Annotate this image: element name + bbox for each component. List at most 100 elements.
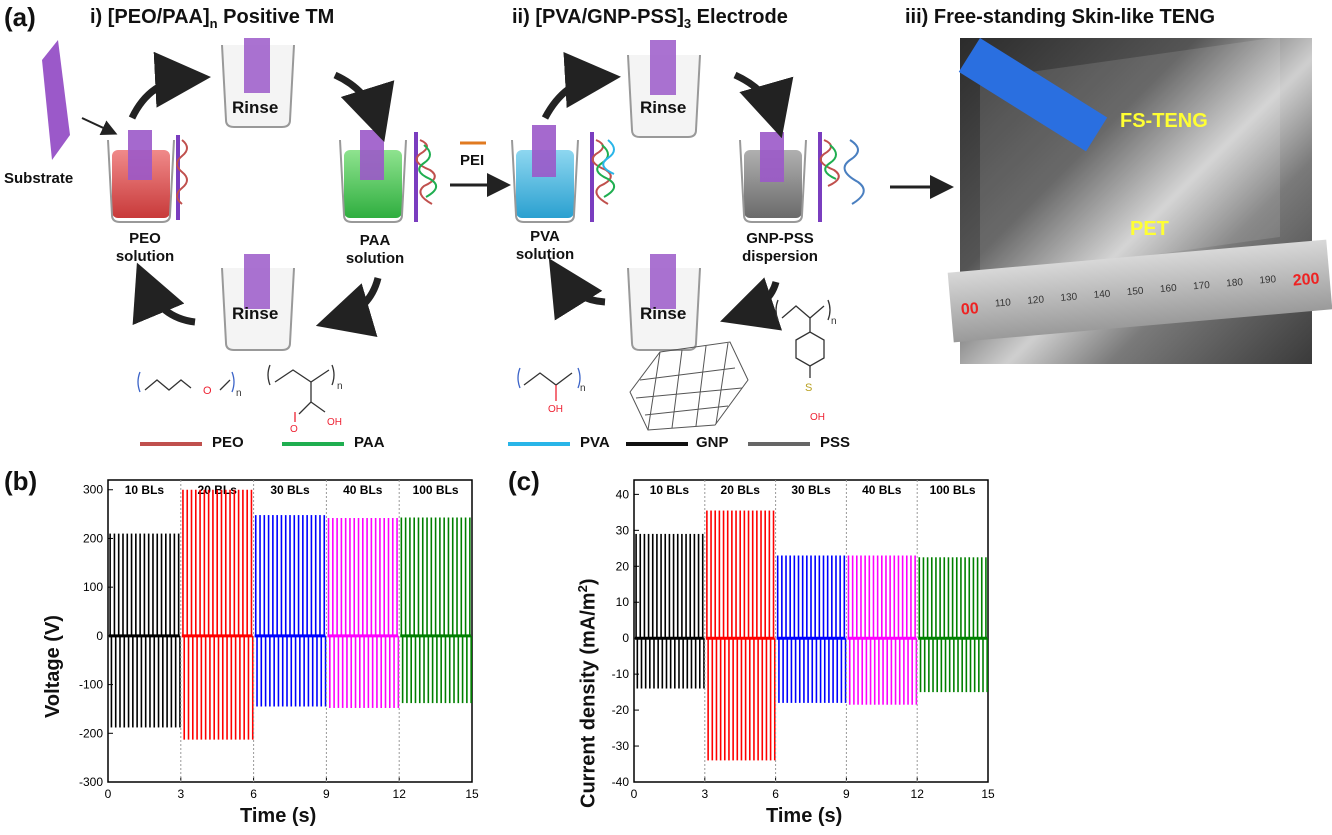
substrate-arrow — [81, 117, 118, 136]
rinse-label-2: Rinse — [232, 304, 279, 323]
pss-oh: OH — [810, 412, 825, 423]
substrate-plate — [42, 40, 70, 160]
ruler-tick-label: 110 — [994, 297, 1012, 310]
pet-label: PET — [1130, 218, 1169, 240]
beaker-pva — [511, 125, 615, 223]
ruler-tick-label: 120 — [1026, 294, 1045, 307]
ruler-tick-label: 130 — [1060, 291, 1078, 304]
cycle-arrow-1 — [128, 51, 211, 120]
beaker-rinse-bottom-1 — [221, 254, 295, 351]
section-i-sub: n — [209, 16, 218, 31]
paa-oh: OH — [327, 417, 342, 428]
pss-structure — [775, 299, 831, 378]
y-tick-label: 0 — [96, 629, 103, 643]
panel-a-letter: (a) — [4, 2, 36, 32]
legend-swatch-pva — [508, 442, 570, 446]
y-tick-label: -10 — [612, 667, 630, 681]
x-tick-label: 9 — [323, 787, 330, 801]
y-tick-label: 200 — [83, 531, 103, 545]
y-tick-label: -40 — [612, 775, 630, 789]
panel-b-letter: (b) — [4, 466, 38, 496]
graphene-sheet — [629, 341, 749, 431]
section-i-text: i) [PEO/PAA] — [90, 6, 210, 28]
pss-s: S — [805, 382, 812, 394]
pva-structure — [517, 367, 581, 401]
segment-label: 20 BLs — [721, 483, 761, 497]
x-tick-label: 15 — [465, 787, 479, 801]
panel-c-letter: (c) — [508, 466, 540, 496]
ruler-tick-label: 180 — [1225, 277, 1244, 290]
rinse-label-4: Rinse — [640, 304, 687, 323]
x-tick-label: 12 — [393, 787, 407, 801]
pva-oh: OH — [548, 404, 563, 415]
ruler-tick-label: 190 — [1259, 274, 1277, 287]
segment-label: 10 BLs — [125, 483, 165, 497]
legend-label-peo: PEO — [212, 434, 244, 451]
legend-label-pva: PVA — [580, 434, 610, 451]
section-ii-title: ii) [PVA/GNP-PSS]3 Electrode — [512, 6, 788, 31]
pss-n: n — [831, 316, 837, 327]
legend-swatch-peo — [140, 442, 202, 446]
cycle-arrow-5 — [541, 52, 621, 120]
y-tick-label: -200 — [79, 726, 103, 740]
paa-n: n — [337, 381, 343, 392]
section-ii-text: ii) [PVA/GNP-PSS] — [512, 6, 684, 28]
section-i-tail: Positive TM — [223, 6, 335, 28]
legend-label-pss: PSS — [820, 434, 851, 451]
segment-label: 100 BLs — [930, 483, 976, 497]
pva-solution-label: PVA solution — [515, 228, 575, 263]
ruler-tick-label: 150 — [1126, 285, 1144, 299]
x-tick-label: 0 — [631, 787, 638, 801]
fs-teng-label: FS-TENG — [1120, 110, 1208, 132]
legend-swatch-paa — [282, 442, 344, 446]
x-tick-label: 15 — [981, 787, 995, 801]
substrate-label: Substrate — [4, 170, 74, 187]
section-iii-title: iii) Free-standing Skin-like TENG — [905, 6, 1216, 28]
chart-c-ylabel-sup: 2 — [575, 585, 590, 593]
y-tick-label: 300 — [83, 483, 103, 497]
x-tick-label: 6 — [250, 787, 257, 801]
segment-label: 100 BLs — [413, 483, 459, 497]
peo-solution-label: PEO solution — [115, 230, 175, 265]
segment-label: 40 BLs — [343, 483, 383, 497]
beaker-peo — [107, 130, 188, 223]
y-tick-label: 20 — [616, 559, 630, 573]
beaker-paa — [339, 130, 437, 223]
legend-swatch-pss — [748, 442, 810, 446]
y-tick-label: 40 — [616, 487, 630, 501]
x-tick-label: 3 — [701, 787, 708, 801]
cycle-arrow-6 — [733, 71, 794, 139]
ruler-tick-label: 200 — [1292, 270, 1321, 290]
segment-label: 30 BLs — [270, 483, 310, 497]
y-tick-label: 30 — [616, 523, 630, 537]
beaker-rinse-bottom-2 — [627, 254, 701, 351]
chart-b-xlabel: Time (s) — [240, 805, 317, 827]
ruler-tick-label: 160 — [1159, 282, 1178, 296]
peo-structure — [137, 371, 235, 393]
plot-frame — [633, 479, 989, 783]
ruler-tick-label: 140 — [1093, 288, 1111, 302]
cycle-arrow-2 — [333, 71, 395, 143]
lbl-schematic: O n n O OH n OH n S OH — [42, 38, 954, 435]
material-legend: PEO PAA PVA GNP PSS — [140, 434, 860, 458]
y-tick-label: -20 — [612, 703, 630, 717]
peo-n: n — [236, 388, 242, 399]
peo-o: O — [203, 385, 212, 397]
y-tick-label: -30 — [612, 739, 630, 753]
legend-label-paa: PAA — [354, 434, 385, 451]
y-tick-label: 10 — [616, 595, 630, 609]
x-tick-label: 0 — [105, 787, 112, 801]
cycle-arrow-7 — [720, 277, 783, 331]
y-tick-label: -300 — [79, 775, 103, 789]
y-tick-label: 100 — [83, 580, 103, 594]
pva-n: n — [580, 383, 586, 394]
section-ii-sub: 3 — [683, 16, 692, 31]
chart-c-xlabel: Time (s) — [766, 805, 843, 827]
beaker-rinse-top-1 — [221, 38, 295, 128]
pei-label: PEI — [460, 152, 485, 169]
x-tick-label: 3 — [177, 787, 184, 801]
